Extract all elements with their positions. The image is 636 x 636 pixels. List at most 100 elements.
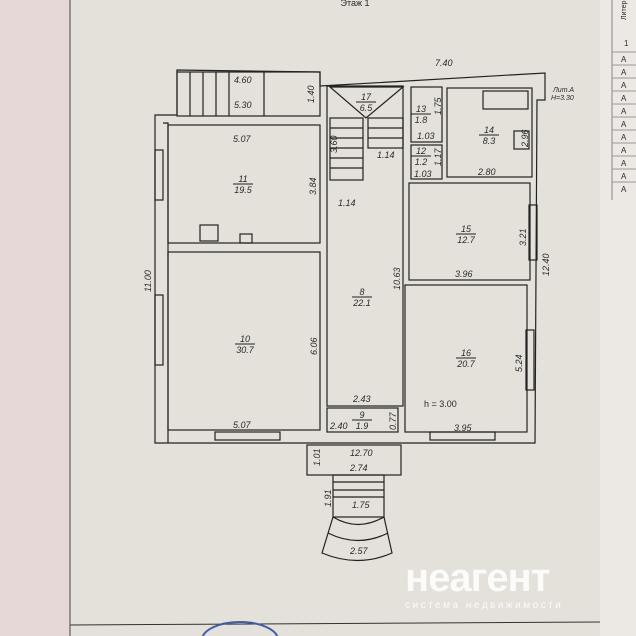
watermark: неагент система недвижимости [405,558,563,611]
dim-r11-w: 5.07 [233,134,252,144]
dim-corr-h: 10.63 [392,267,402,290]
room-number: 15 [461,224,472,234]
liter-row: А [621,146,627,155]
stove [199,224,219,242]
dim-r14-w: 2.80 [477,167,496,177]
room-area: 12.7 [457,235,476,245]
dim-r15-w: 3.96 [455,269,473,279]
room-number: 16 [461,348,471,358]
dim-r9-w: 2.40 [329,421,348,431]
dim-r12-h: 1.17 [433,147,443,166]
room-area: 6.5 [360,103,374,113]
floor-title: Этаж 1 [340,0,369,8]
liter-row: А [621,81,627,90]
dim-porch-h: 1.40 [306,85,316,103]
corridor-8 [326,85,404,407]
liter-table-page [600,0,636,636]
room-number: 14 [484,125,494,135]
boiler [513,130,530,150]
room-number: 17 [361,92,372,102]
dim-r16-h: 5.24 [514,354,524,372]
room-number: 11 [238,174,247,184]
room-area: 1.8 [415,115,428,125]
liter-first: 1 [624,39,629,48]
dim-entry-w: 2.74 [349,463,368,473]
room-number: 12 [416,146,426,156]
liter-row: А [621,159,627,168]
dim-porch-a: 4.60 [234,75,252,85]
dim-steps-h: 1.91 [323,489,333,507]
dimensions: 7.40 4.60 5.30 1.40 5.07 3.84 3.60 1.14 … [143,58,574,556]
room-label: 822.1 [352,287,372,308]
entry-steps [332,474,385,518]
ceiling-height: h = 3.00 [424,399,457,409]
liter-a-label: Лит.А [552,87,574,94]
top-porch-stairs [176,71,321,117]
liter-row: А [621,55,627,64]
room-number: 8 [359,287,364,297]
room-14 [446,87,533,178]
dim-r9-h: 0.77 [388,411,398,430]
liter-row: А [621,120,627,129]
dim-r13-w: 1.03 [417,131,435,141]
dim-r8-w: 2.43 [352,394,371,404]
dim-steps-w: 1.75 [352,500,371,510]
stamp [201,621,279,636]
dim-r13-h: 1.75 [433,96,443,115]
paper-sheet [70,0,600,636]
background-wallpaper [0,0,70,636]
liter-row: А [621,68,627,77]
room-label: 91.9 [352,410,372,431]
walls [154,69,546,562]
dim-entry-h: 1.01 [312,448,322,466]
watermark-logo: неагент [405,556,550,600]
stair-landing [328,86,405,119]
liter-row: А [621,172,627,181]
room-10 [167,251,321,431]
room-area: 8.3 [483,136,496,146]
room-number: 10 [240,334,250,344]
dim-stair-h: 3.60 [329,135,339,153]
dim-top-width: 7.40 [435,58,453,68]
watermark-tagline: система недвижимости [405,600,564,611]
dim-r14-h: 2.96 [520,129,530,148]
liter-row: А [621,133,627,142]
dim-r11-h: 3.84 [308,177,318,195]
room-area: 20.7 [456,359,476,369]
dim-r10-w: 5.07 [233,420,252,430]
room-9 [326,407,399,433]
liter-a-height: Н=3.30 [551,95,574,102]
sink [239,233,253,244]
room-area: 19.5 [234,185,253,195]
room-area: 1.9 [356,421,369,431]
dim-left-total: 11.00 [143,270,153,292]
room-number: 13 [416,104,426,114]
room-area: 30.7 [236,345,255,355]
dim-r12-w: 1.03 [414,169,432,179]
dim-corr-w: 1.14 [338,198,356,208]
room-area: 1.2 [415,157,428,167]
liter-row: А [621,107,627,116]
liter-row: А [621,94,627,103]
room-label: 121.2 [411,146,431,167]
dim-arc-w: 2.57 [349,546,369,556]
dim-stair-w: 1.14 [377,150,395,160]
dim-r10-h: 6.06 [309,337,319,355]
room-area: 22.1 [352,298,371,308]
dim-porch-b: 5.30 [234,100,252,110]
liter-header: Литер [621,0,628,20]
bathtub [482,90,529,110]
room-number: 9 [359,410,364,420]
dim-r15-h: 3.21 [518,228,528,246]
liter-row: А [621,185,627,194]
stairs-17 [329,117,404,181]
room-12 [410,144,443,180]
dim-r16-w: 3.95 [454,423,473,433]
